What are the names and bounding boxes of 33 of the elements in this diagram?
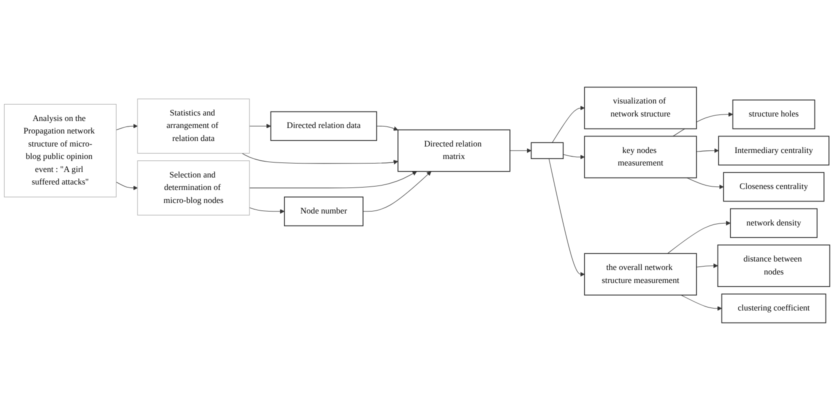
arrow	[552, 106, 585, 143]
node-box: Directed relation data	[270, 111, 378, 141]
arrow	[116, 124, 138, 130]
arrow	[510, 148, 532, 153]
node-box: the overall network structure measurement	[584, 253, 697, 296]
arrow	[548, 158, 585, 277]
node-box: Analysis on the Propagation network structure of micro-blog public opinion event : "A girl suffered attacks"	[4, 104, 116, 198]
arrow	[362, 171, 432, 212]
arrow	[562, 154, 585, 160]
arrow	[249, 207, 285, 214]
node-box: Node number	[284, 196, 364, 226]
arrow	[680, 294, 722, 311]
node-box: Directed relation matrix	[398, 129, 510, 172]
node-box: Statistics and arrangement of relation data	[137, 98, 250, 154]
arrow	[696, 148, 719, 153]
node-box: Closeness centrality	[723, 172, 824, 202]
node-box: clustering coefficient	[721, 294, 826, 324]
arrow	[249, 124, 271, 128]
node-box: network density	[730, 208, 818, 238]
arrow	[696, 263, 718, 268]
node-box: visualization of network structure	[584, 86, 697, 130]
arrow	[667, 220, 731, 254]
arrow	[376, 126, 398, 131]
node-box: structure holes	[732, 100, 816, 130]
node-box	[530, 142, 564, 160]
arrow	[242, 153, 398, 164]
node-box: key nodes measurement	[584, 136, 697, 178]
node-box: Intermediary centrality	[718, 136, 830, 166]
arrow	[249, 171, 418, 188]
node-box: distance between nodes	[717, 244, 830, 287]
arrow	[686, 178, 724, 190]
node-box: Selection and determination of micro-blog nodes	[137, 160, 250, 216]
arrow	[116, 182, 138, 190]
